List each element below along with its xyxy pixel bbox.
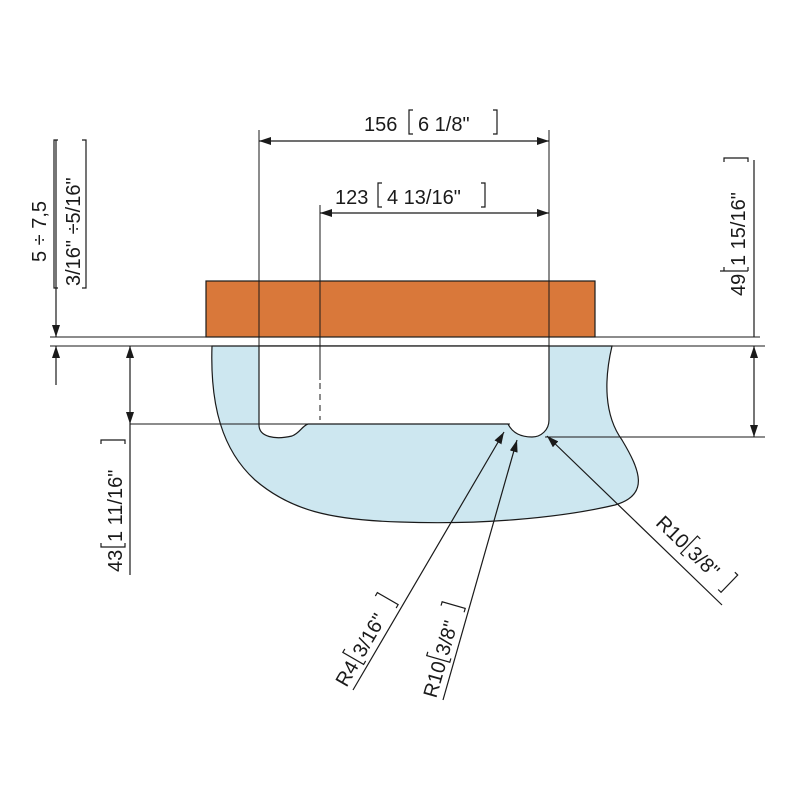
bracket-left [679,535,701,557]
dim-label-gap-inch: 3/16" ÷5/16" [53,139,87,289]
bracket-left [342,648,367,666]
bracket-left [408,109,413,135]
dim-156-mm: 156 [364,114,397,136]
bracket-right [374,591,399,609]
leader-r10-right [546,435,723,606]
bracket-left [425,651,452,663]
dim-123-inch: 4 13/16" [387,187,461,209]
dim-label-123: 123 4 13/16" [335,182,486,209]
dim-label-49: 49 1 15/16" [720,157,750,296]
radius-label-r10-right: R10 3/8" [651,512,739,594]
dim-label-156: 156 6 1/8" [364,109,498,136]
bracket-right [493,109,498,135]
leader-r10-mid [442,439,518,701]
bracket-right [481,182,486,208]
dim-123-mm: 123 [335,187,368,209]
dim-49-inch: 1 15/16" [728,192,750,266]
dim-43-inch: 1 11/16" [105,470,127,542]
radius-label-r4: R4 3/16" [332,591,399,691]
dim-gap-inch: 3/16" ÷5/16" [63,177,85,286]
dim-label-43: 43 1 11/16" [100,439,127,572]
dim-49-mm: 49 [728,274,750,296]
bracket-right [723,157,749,162]
bracket-left [377,182,382,208]
hinge-plate [205,280,596,338]
radius-r10-mid-inch: 3/8" [432,618,463,658]
bracket-right [100,439,126,444]
bracket-left-caps [723,267,749,271]
radius-r10-right-inch: 3/8" [683,542,723,582]
radius-r10-mid-mm: R10 [420,659,451,700]
dim-156-inch: 6 1/8" [418,114,470,136]
bracket-right [440,601,466,613]
bracket-right [717,571,739,594]
bracket-left [100,543,126,548]
leader-r4 [352,431,505,691]
dim-gap-mm: 5 ÷ 7,5 [29,201,51,262]
dim-label-gap: 5 ÷ 7,5 [29,201,51,262]
bracket-bottom [82,139,87,289]
dim-43-mm: 43 [105,550,127,572]
radius-label-r10-mid: R10 3/8" [420,601,466,700]
bracket-top [53,139,58,289]
